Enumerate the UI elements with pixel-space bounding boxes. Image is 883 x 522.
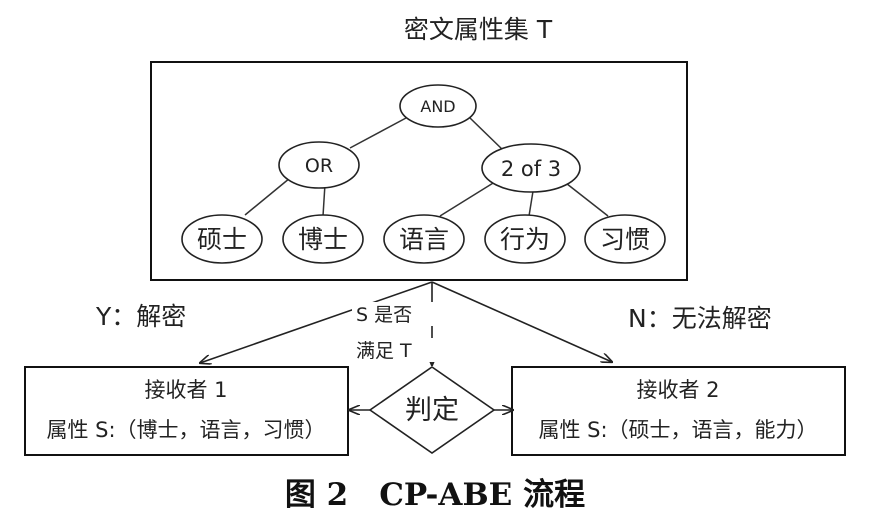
leaf-node-doctor: 博士 xyxy=(282,214,364,264)
leaf-node-master: 硕士 xyxy=(181,214,263,264)
or-node-label: OR xyxy=(305,155,333,177)
branch-no-label: N：无法解密 xyxy=(628,304,772,333)
leaf-label: 语言 xyxy=(399,225,449,254)
question-line-1: S 是否 xyxy=(356,304,412,326)
leaf-label: 硕士 xyxy=(197,225,247,254)
or-node: OR xyxy=(278,141,360,189)
arrow-to-receiver1 xyxy=(200,281,433,363)
receiver-2-attributes: 属性 S:（硕士，语言，能力） xyxy=(538,418,817,442)
receiver-1-title: 接收者 1 xyxy=(144,378,227,402)
and-node-label: AND xyxy=(420,97,455,116)
leaf-label: 行为 xyxy=(500,225,550,254)
threshold-node: 2 of 3 xyxy=(481,143,581,193)
receiver-1-attributes: 属性 S:（博士，语言，习惯） xyxy=(46,418,325,442)
tree-edges xyxy=(244,117,609,217)
receiver-2-title: 接收者 2 xyxy=(636,378,719,402)
ciphertext-attribute-set-title: 密文属性集 T xyxy=(404,15,553,44)
branch-yes-label: Y：解密 xyxy=(95,302,186,331)
decision-label: 判定 xyxy=(405,395,459,426)
decision-diamond: 判定 xyxy=(368,366,496,454)
leaf-node-habit: 习惯 xyxy=(584,214,666,264)
receiver-1-box: 接收者 1 属性 S:（博士，语言，习惯） xyxy=(24,366,349,456)
leaf-label: 博士 xyxy=(298,225,348,254)
threshold-node-label: 2 of 3 xyxy=(501,157,561,181)
leaf-node-language: 语言 xyxy=(383,214,465,264)
leaf-node-behavior: 行为 xyxy=(484,214,566,264)
arrow-to-receiver2 xyxy=(431,281,612,362)
access-tree-box xyxy=(150,61,688,281)
figure-caption: 图 2 CP-ABE 流程 xyxy=(285,477,585,513)
receiver-2-box: 接收者 2 属性 S:（硕士，语言，能力） xyxy=(511,366,846,456)
and-node: AND xyxy=(399,84,477,128)
leaf-label: 习惯 xyxy=(600,225,650,254)
question-line-2: 满足 T xyxy=(356,340,412,362)
